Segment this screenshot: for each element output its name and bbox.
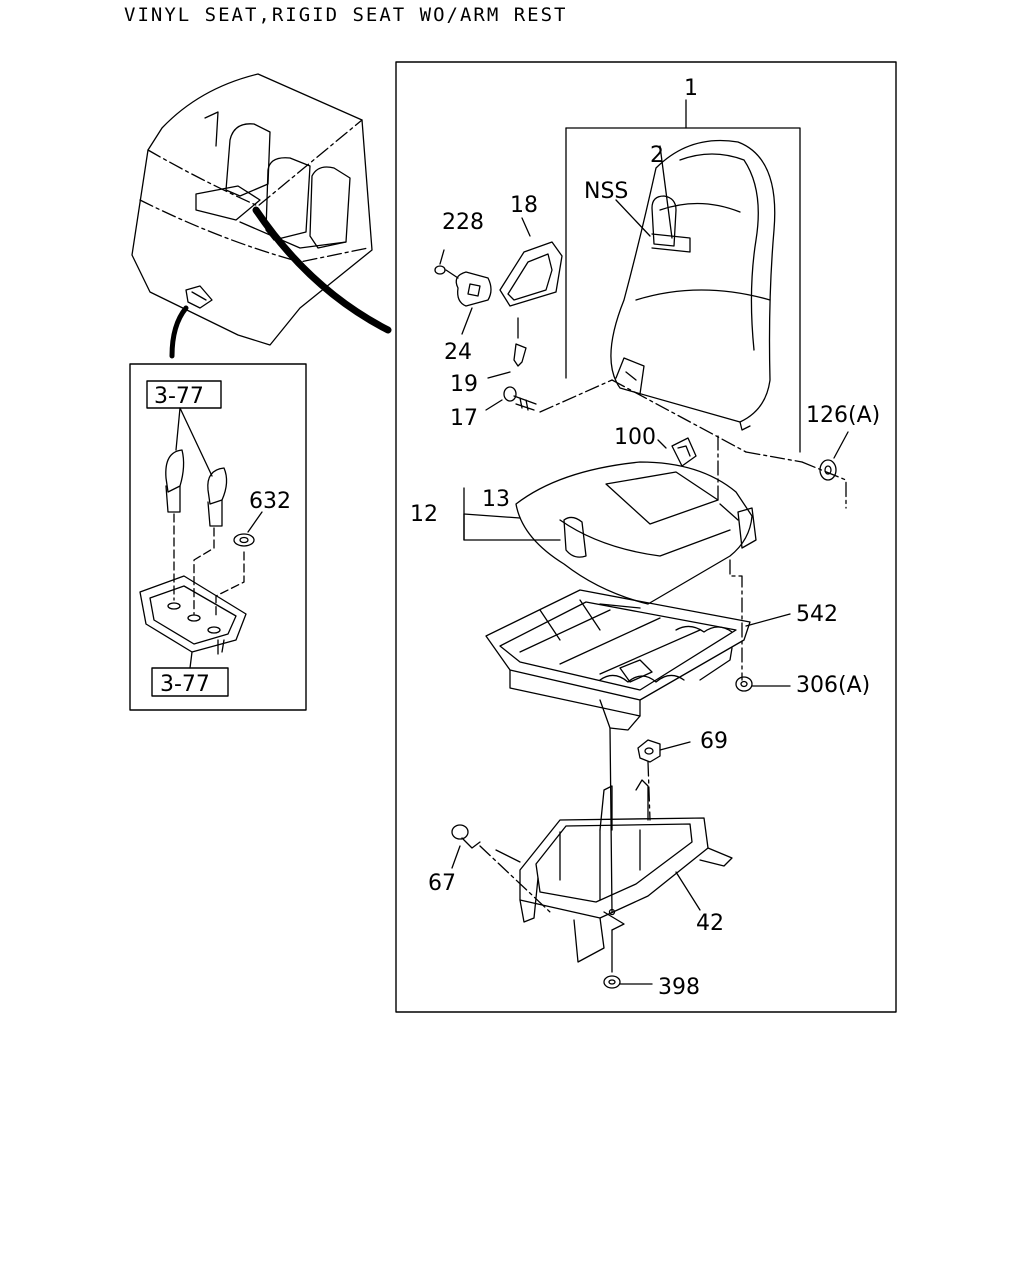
callout-100: 100 <box>614 425 656 450</box>
seat-rail-assembly <box>485 589 791 731</box>
cab-overview <box>131 73 392 359</box>
callout-69: 69 <box>700 729 728 754</box>
callout-24: 24 <box>444 340 472 365</box>
callout-nss: NSS <box>584 179 628 204</box>
inset-ref-top: 3-77 <box>154 384 204 409</box>
seat-cushion <box>515 461 757 609</box>
callout-18: 18 <box>510 193 538 218</box>
callout-306a: 306(A) <box>796 673 870 698</box>
callout-126a: 126(A) <box>806 403 880 428</box>
callout-228: 228 <box>442 210 484 235</box>
inset-ref-bottom: 3-77 <box>160 672 210 697</box>
callout-2: 2 <box>650 143 664 168</box>
callout-67: 67 <box>428 871 456 896</box>
callout-13: 13 <box>482 487 510 512</box>
labels: 3-77 3-77 632 1 2 NSS 18 228 24 19 17 10… <box>154 76 880 1000</box>
callout-19: 19 <box>450 372 478 397</box>
diagram-title: VINYL SEAT,RIGID SEAT WO/ARM REST <box>124 4 568 26</box>
callout-542: 542 <box>796 602 838 627</box>
main-panel <box>395 61 897 1013</box>
callout-42: 42 <box>696 911 724 936</box>
callout-17: 17 <box>450 406 478 431</box>
callout-1: 1 <box>684 76 698 101</box>
seat-base-frame <box>495 779 733 963</box>
callout-398: 398 <box>658 975 700 1000</box>
callout-632: 632 <box>249 489 291 514</box>
callout-12: 12 <box>410 502 438 527</box>
seat-back <box>610 139 776 431</box>
inset-panel <box>129 363 307 711</box>
